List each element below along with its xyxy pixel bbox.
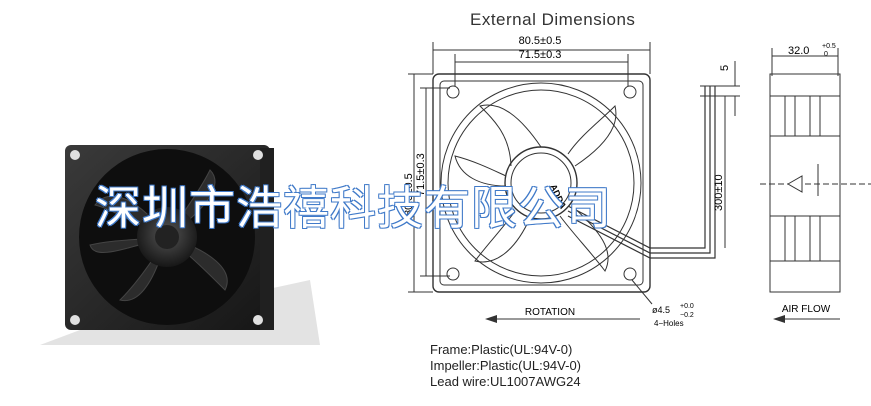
- dim-depth: 32.0: [788, 45, 809, 57]
- diagram-title: External Dimensions: [470, 10, 636, 29]
- hole-tol-upper: +0.0: [680, 303, 694, 310]
- dim-depth-tol-lower: 0: [824, 51, 828, 58]
- dim-hole-spacing-vertical: 71.5±0.3: [415, 153, 427, 196]
- hole-tol-lower: −0.2: [680, 312, 694, 319]
- spec-list: Frame:Plastic(UL:94V-0) Impeller:Plastic…: [430, 342, 581, 390]
- spec-impeller: Impeller:Plastic(UL:94V-0): [430, 358, 581, 373]
- fan-photo: [40, 145, 320, 345]
- company-watermark: 深圳市浩禧科技有限公司: [95, 181, 612, 235]
- rotation-label: ROTATION: [525, 307, 575, 318]
- dim-wire-offset: 5: [719, 65, 731, 71]
- hole-diameter: ø4.5: [652, 305, 670, 315]
- air-flow-label: AIR FLOW: [782, 304, 831, 315]
- hub-center: [155, 225, 179, 249]
- front-view-drawing: 80.5±0.5 71.5±0.3 80.5±0.5 71.5±0.3 5 30…: [403, 36, 740, 328]
- spec-frame: Frame:Plastic(UL:94V-0): [430, 342, 573, 357]
- dim-lead-length: 300±10: [713, 174, 725, 211]
- dim-overall-height: 80.5±0.5: [403, 173, 415, 216]
- hole-count: 4−Holes: [654, 319, 684, 328]
- side-view-drawing: 32.0 +0.5 0 AIR FLOW: [760, 43, 871, 323]
- dim-depth-tol-upper: +0.5: [822, 43, 836, 50]
- dim-overall-width: 80.5±0.5: [519, 36, 562, 47]
- dim-hole-spacing: 71.5±0.3: [519, 49, 562, 61]
- spec-lead-wire: Lead wire:UL1007AWG24: [430, 374, 581, 389]
